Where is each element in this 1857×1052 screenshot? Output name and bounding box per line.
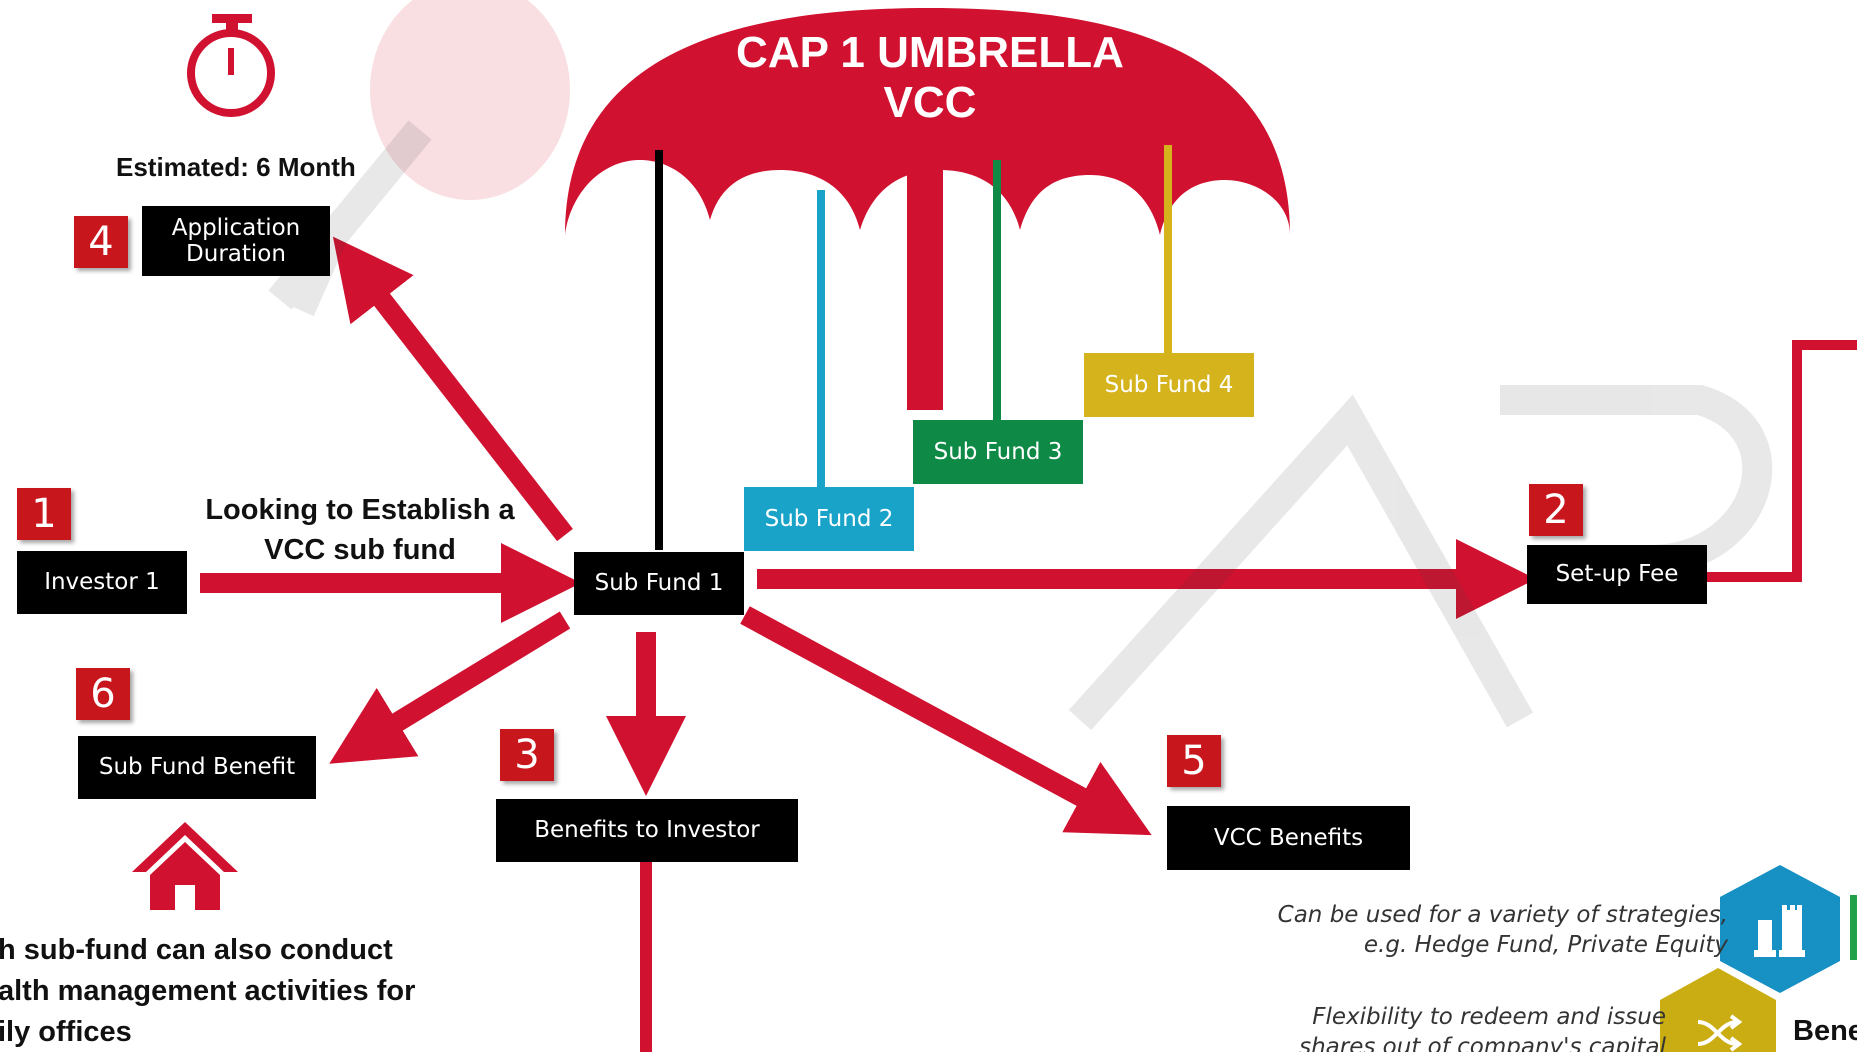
sub-fund-2-box: Sub Fund 2 (744, 487, 914, 551)
line-setup-fee-out (1700, 340, 1857, 582)
wealth-line-3: ily offices (0, 1016, 132, 1048)
estimated-label: Estimated: 6 Month (116, 152, 356, 182)
flexibility-line-1: Flexibility to redeem and issue (1312, 1004, 1666, 1030)
umbrella-canopy (565, 8, 1290, 235)
arrow-subfund-to-vcc-benefits (740, 606, 1152, 836)
umbrella-title: CAP 1 UMBRELLA VCC (736, 28, 1124, 127)
hexagon-blue (1720, 865, 1840, 993)
wealth-line-1: h sub-fund can also conduct (0, 934, 393, 966)
flexibility-note: Flexibility to redeem and issue shares o… (1200, 1002, 1666, 1052)
line-benefits-down (640, 860, 652, 1052)
wealth-label: h sub-fund can also conduct alth managem… (0, 930, 415, 1052)
chess-icon (1754, 905, 1805, 957)
vcc-benefits-box: VCC Benefits (1167, 806, 1410, 870)
stem-sub-fund-3 (993, 160, 1001, 420)
sub-fund-4-box: Sub Fund 4 (1084, 353, 1254, 417)
wealth-line-2: alth management activities for (0, 975, 416, 1007)
flexibility-line-2: shares out of company's capital (1299, 1034, 1666, 1052)
benefits-heading-cut: Bene (1793, 1015, 1857, 1047)
hexagon-gold (1660, 968, 1776, 1052)
stopwatch-icon (187, 14, 275, 117)
house-icon (132, 822, 238, 910)
arrow-subfund-to-subfund-benefit (329, 611, 571, 764)
step-number-3: 3 (500, 729, 554, 781)
stem-sub-fund-1 (655, 150, 663, 550)
strategies-note: Can be used for a variety of strategies,… (1200, 900, 1728, 960)
step-number-2: 2 (1529, 484, 1583, 536)
step-number-6: 6 (76, 668, 130, 720)
strategies-line-1: Can be used for a variety of strategies, (1277, 902, 1728, 928)
step-number-1: 1 (17, 488, 71, 540)
hexagon-green-edge (1850, 895, 1857, 960)
stem-sub-fund-2 (817, 190, 825, 490)
setup-fee-box: Set-up Fee (1527, 545, 1707, 604)
investor-box: Investor 1 (17, 551, 187, 614)
step-number-4: 4 (74, 216, 128, 268)
watermark-blob (370, 0, 570, 200)
stem-sub-fund-4 (1164, 145, 1172, 355)
benefits-to-investor-box: Benefits to Investor (496, 799, 798, 862)
application-duration-box: Application Duration (142, 206, 330, 276)
shuffle-icon (1697, 1014, 1743, 1052)
looking-label: Looking to Establish a VCC sub fund (205, 494, 515, 566)
step-number-5: 5 (1167, 735, 1221, 787)
umbrella-shaft (907, 170, 943, 410)
strategies-line-2: e.g. Hedge Fund, Private Equity (1363, 932, 1728, 958)
sub-fund-3-box: Sub Fund 3 (913, 420, 1083, 484)
arrow-subfund-to-application (332, 236, 573, 542)
sub-fund-1-box: Sub Fund 1 (574, 552, 744, 615)
sub-fund-benefit-box: Sub Fund Benefit (78, 736, 316, 799)
